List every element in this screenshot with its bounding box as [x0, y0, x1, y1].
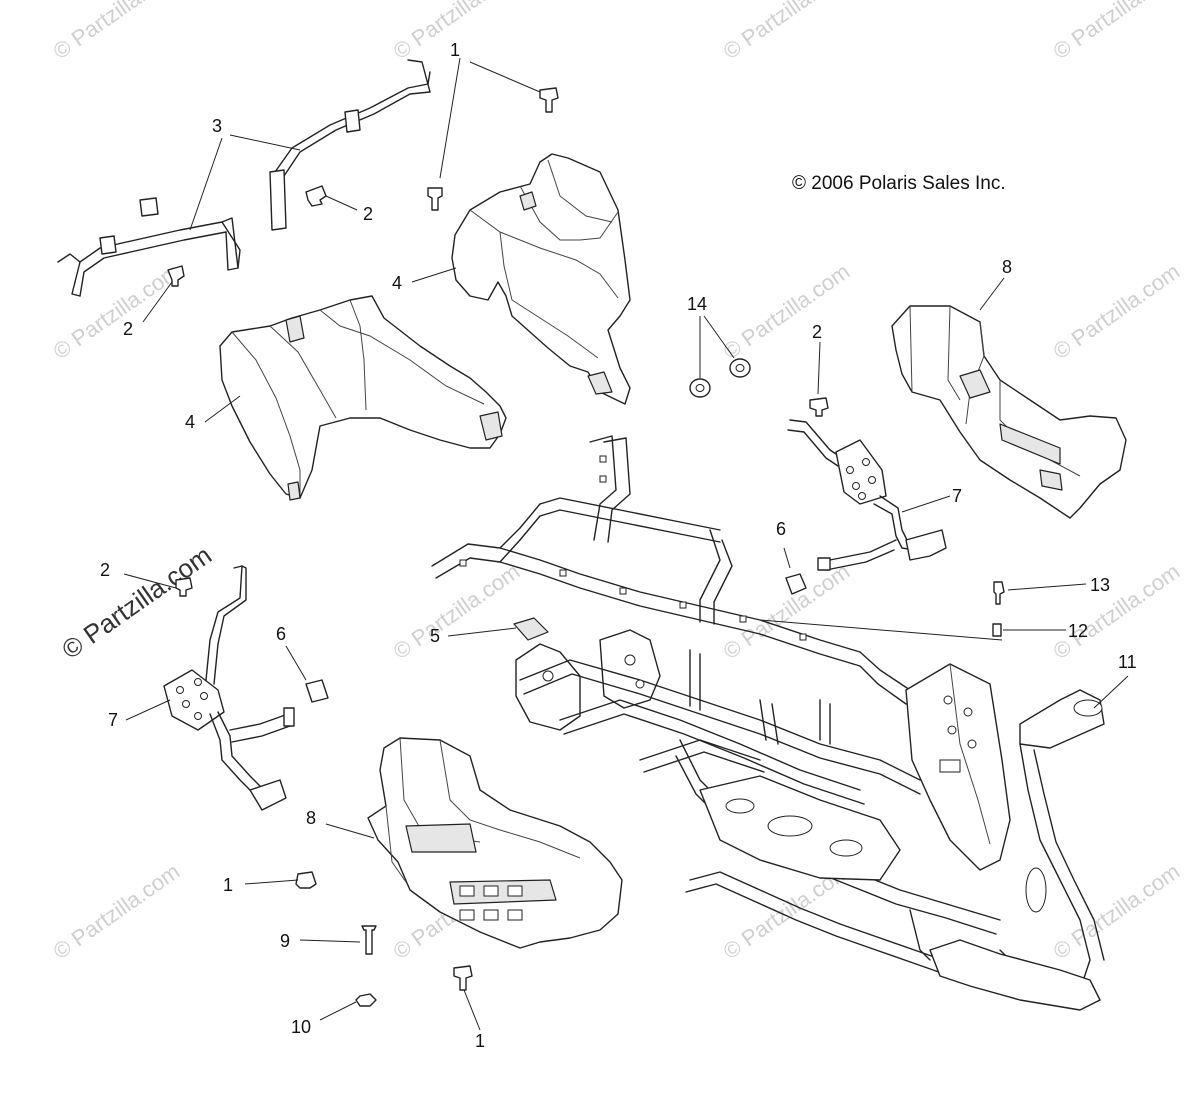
part-7-bracket-right — [787, 419, 947, 571]
callout-4-b: 4 — [185, 412, 195, 432]
part-11-main-frame — [431, 435, 1105, 1011]
part-4-inner-fender-right — [451, 153, 631, 405]
callout-3: 3 — [212, 116, 222, 136]
callout-5: 5 — [430, 626, 440, 646]
callout-10: 10 — [291, 1017, 311, 1037]
callout-2-d: 2 — [100, 560, 110, 580]
callout-8-b: 8 — [306, 808, 316, 828]
callout-1-b: 1 — [223, 875, 233, 895]
watermark: © Partzilla.com — [1049, 0, 1185, 64]
callout-1-top: 1 — [450, 40, 460, 60]
copyright-text: © 2006 Polaris Sales Inc. — [792, 173, 1006, 194]
watermark: © Partzilla.com — [1049, 859, 1185, 965]
watermark: © Partzilla.com — [1049, 259, 1185, 365]
part-7-bracket-left — [163, 565, 295, 811]
watermark: © Partzilla.com — [719, 259, 855, 365]
watermark: © Partzilla.com — [719, 0, 855, 64]
callout-7-b: 7 — [108, 710, 118, 730]
callout-4-a: 4 — [392, 273, 402, 293]
part-4-inner-fender-left — [219, 295, 507, 501]
watermark: © Partzilla.com — [1049, 559, 1185, 665]
callout-6-b: 6 — [276, 624, 286, 644]
watermark: © Partzilla.com — [389, 559, 525, 665]
callout-13: 13 — [1090, 575, 1110, 595]
leader-lines — [123, 57, 1129, 1031]
callout-9: 9 — [280, 931, 290, 951]
callout-14: 14 — [687, 294, 707, 314]
callout-12: 12 — [1068, 621, 1088, 641]
part-8-footwell-upper — [891, 305, 1127, 519]
callouts: 1 3 2 2 4 4 14 2 8 7 6 13 12 5 11 2 6 7 … — [100, 40, 1137, 1051]
watermark-dark: © Partzilla.com — [56, 540, 217, 665]
callout-11: 11 — [1118, 652, 1137, 672]
watermark: © Partzilla.com — [719, 559, 855, 665]
watermark: © Partzilla.com — [49, 0, 185, 64]
watermark: © Partzilla.com — [49, 259, 185, 365]
callout-2-c: 2 — [812, 322, 822, 342]
callout-7-a: 7 — [952, 486, 962, 506]
callout-1-c: 1 — [475, 1031, 485, 1051]
callout-6-a: 6 — [776, 519, 786, 539]
part-3-support-bracket — [57, 59, 431, 297]
watermark: © Partzilla.com — [49, 859, 185, 965]
small-fasteners — [167, 87, 1005, 1007]
callout-8-a: 8 — [1002, 257, 1012, 277]
part-8-footwell-lower — [367, 737, 623, 949]
callout-2-a: 2 — [363, 204, 373, 224]
callout-2-b: 2 — [123, 319, 133, 339]
